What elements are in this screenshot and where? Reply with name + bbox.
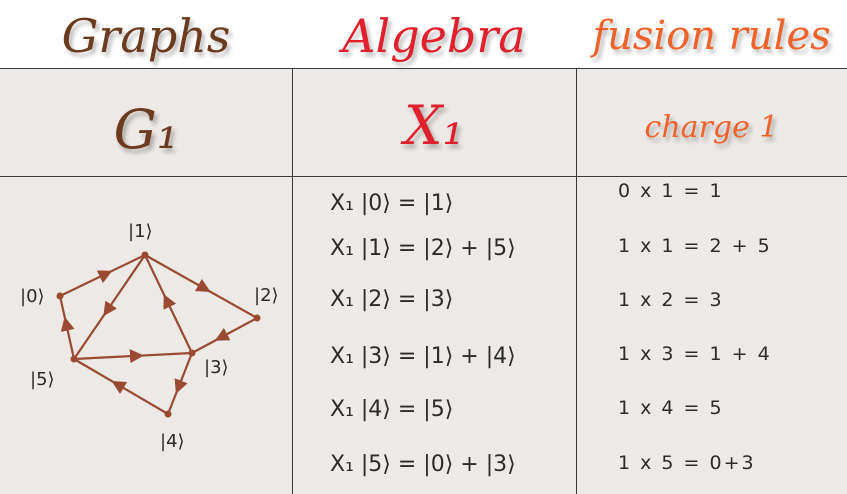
graph-node-label-0: |0⟩ (20, 286, 45, 307)
graphs-subtitle: G₁ (113, 98, 179, 161)
algebra-subtitle: X₁ (403, 94, 465, 157)
fusion-rule-row: 1 x 4 = 5 (618, 397, 724, 419)
fusion-rule-row: 0 x 1 = 1 (618, 180, 724, 202)
graph-node-2 (253, 314, 261, 322)
graph-edge-arrow-3-1 (163, 294, 177, 310)
fusion-title: fusion rules (592, 13, 831, 59)
fusion-subtitle: charge 1 (644, 110, 779, 145)
column-divider-1 (292, 68, 293, 494)
graph-edge-arrow-1-2 (194, 278, 211, 292)
equation-row: X₁ |2⟩ = |3⟩ (330, 287, 454, 312)
graph-node-4 (164, 410, 172, 418)
graph-edge-arrow-2-3 (214, 327, 231, 341)
algebra-title: Algebra (342, 9, 526, 63)
graphs-title: Graphs (61, 9, 231, 63)
table-background (0, 68, 847, 494)
graph-node-label-5: |5⟩ (30, 369, 55, 390)
fusion-rule-row: 1 x 3 = 1 + 4 (618, 343, 772, 365)
equation-row: X₁ |3⟩ = |1⟩ + |4⟩ (330, 344, 516, 369)
graph-node-3 (188, 349, 196, 357)
fusion-rule-row: 1 x 5 = 0+3 (618, 452, 756, 474)
graph-edge-arrow-3-4 (174, 378, 188, 394)
equation-row: X₁ |4⟩ = |5⟩ (330, 397, 454, 422)
table-top-border (0, 68, 847, 69)
graph-edge-arrow-0-1 (96, 270, 113, 284)
equation-row: X₁ |1⟩ = |2⟩ + |5⟩ (330, 236, 516, 261)
graph-edge-arrow-4-5 (111, 380, 128, 395)
graph-node-1 (141, 251, 149, 259)
graph-node-label-2: |2⟩ (254, 285, 279, 306)
fusion-rule-row: 1 x 2 = 3 (618, 289, 724, 311)
fusion-rule-row: 1 x 1 = 2 + 5 (618, 235, 772, 257)
graph-edge-arrow-1-5 (103, 300, 117, 317)
graph-node-5 (70, 355, 78, 363)
graph-node-label-1: |1⟩ (128, 221, 153, 242)
header-divider (0, 176, 847, 177)
column-divider-2 (576, 68, 577, 494)
graph-node-label-4: |4⟩ (160, 431, 185, 452)
equation-row: X₁ |0⟩ = |1⟩ (330, 191, 454, 216)
graph-node-label-3: |3⟩ (204, 357, 229, 378)
graph-edge-arrow-5-0 (60, 316, 75, 332)
graph-node-0 (56, 292, 64, 300)
equation-row: X₁ |5⟩ = |0⟩ + |3⟩ (330, 452, 516, 477)
graph-diagram: |0⟩ |1⟩ |2⟩ |3⟩ |4⟩ |5⟩ (20, 221, 279, 452)
